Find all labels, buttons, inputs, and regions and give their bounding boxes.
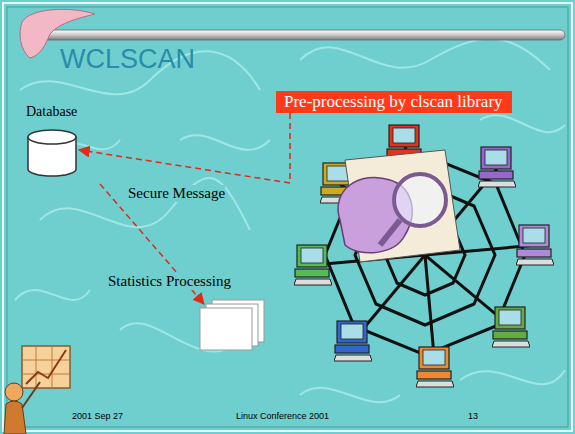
computer-icon xyxy=(492,307,530,347)
computer-icon xyxy=(516,225,554,265)
slide-frame xyxy=(3,3,572,431)
message-arrow xyxy=(79,113,290,183)
report-pages xyxy=(200,300,264,350)
node-text: Database xyxy=(26,104,78,120)
network-web xyxy=(313,145,537,367)
slide-title: WCLSCAN xyxy=(60,44,195,75)
computer-icons xyxy=(294,125,554,387)
swirl-pattern xyxy=(15,39,565,403)
slide-number: 13 xyxy=(468,411,478,421)
process-box: Pre-processing by clscan library xyxy=(276,91,512,113)
database-shape xyxy=(28,130,76,144)
computer-icon xyxy=(416,347,454,387)
event-footer: Linux Conference 2001 xyxy=(236,411,329,421)
presenter-cartoon xyxy=(4,346,70,434)
computer-icon xyxy=(294,245,332,285)
edge-label: Secure Message xyxy=(128,185,225,202)
magnifier-hand xyxy=(338,150,460,262)
computer-icon xyxy=(334,321,372,361)
node-text: Pre-processing by clscan library xyxy=(284,92,504,112)
top-bar xyxy=(30,30,565,40)
database-shape xyxy=(26,128,78,178)
date-footer: 2001 Sep 27 xyxy=(72,411,123,421)
computer-icon xyxy=(478,147,516,187)
slide-frame xyxy=(7,7,568,427)
database-cylinder: Database xyxy=(26,104,78,178)
process-label: Statistics Processing xyxy=(108,273,231,290)
